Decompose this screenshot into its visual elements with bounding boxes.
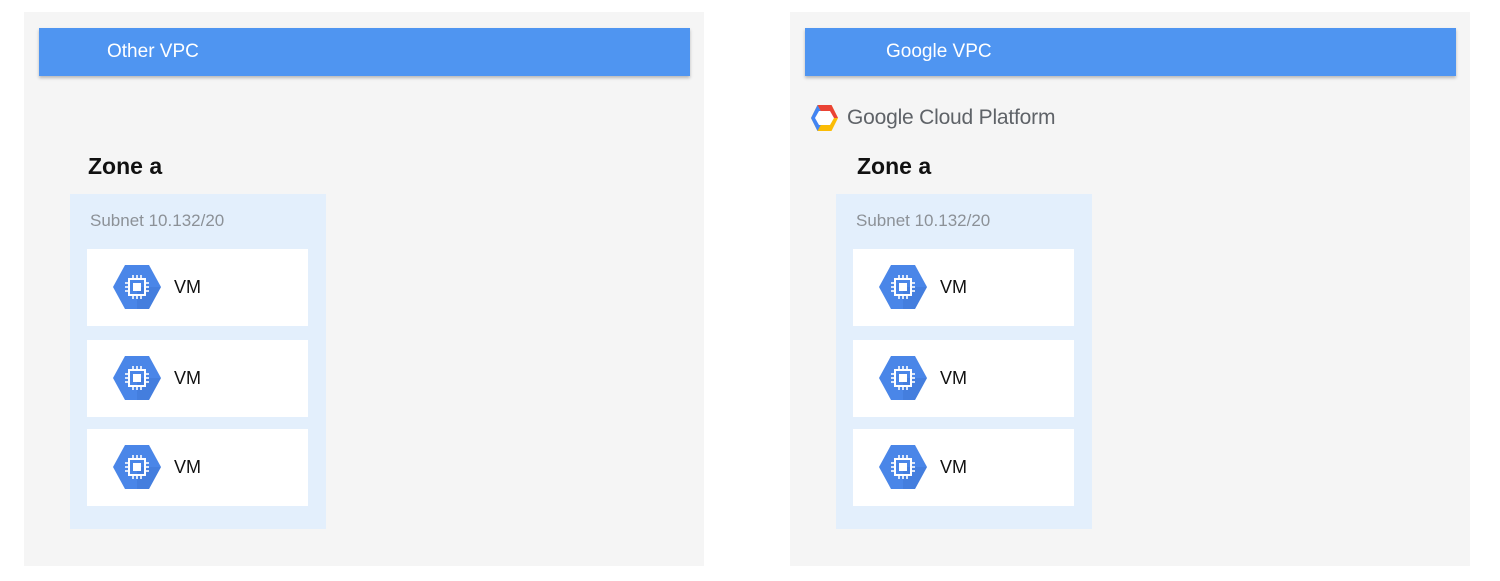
vm-label: VM <box>940 277 967 297</box>
vm-card[interactable]: VM <box>87 429 308 506</box>
subnet-label: Subnet 10.132/20 <box>856 211 991 230</box>
zone-title: Zone a <box>88 153 163 179</box>
google-cloud-hexagon-icon <box>810 104 839 132</box>
vm-label: VM <box>940 457 967 477</box>
vm-card[interactable]: VM <box>87 249 308 326</box>
compute-engine-chip-icon <box>879 355 927 401</box>
vpc-header: Google VPC <box>805 28 1456 76</box>
vm-label: VM <box>174 457 201 477</box>
vm-card[interactable]: VM <box>853 340 1074 417</box>
zone-title: Zone a <box>857 153 932 179</box>
vm-card[interactable]: VM <box>853 249 1074 326</box>
vm-card[interactable]: VM <box>853 429 1074 506</box>
google-vpc-panel: Google VPC Google Cloud Platform Zone a … <box>790 12 1470 566</box>
vm-label: VM <box>940 368 967 388</box>
subnet-label: Subnet 10.132/20 <box>90 211 225 230</box>
logo-text: Google Cloud Platform <box>847 106 1056 129</box>
compute-engine-chip-icon <box>879 264 927 310</box>
vm-label: VM <box>174 368 201 388</box>
subnet-box: Subnet 10.132/20 VM <box>70 194 326 529</box>
compute-engine-chip-icon <box>113 355 161 401</box>
subnet-box: Subnet 10.132/20 VM <box>836 194 1092 529</box>
vm-card[interactable]: VM <box>87 340 308 417</box>
other-vpc-panel: Other VPC Zone a Subnet 10.132/20 <box>24 12 704 566</box>
vm-label: VM <box>174 277 201 297</box>
compute-engine-chip-icon <box>113 444 161 490</box>
compute-engine-chip-icon <box>113 264 161 310</box>
google-cloud-platform-logo: Google Cloud Platform <box>810 102 1055 134</box>
compute-engine-chip-icon <box>879 444 927 490</box>
vpc-header: Other VPC <box>39 28 690 76</box>
